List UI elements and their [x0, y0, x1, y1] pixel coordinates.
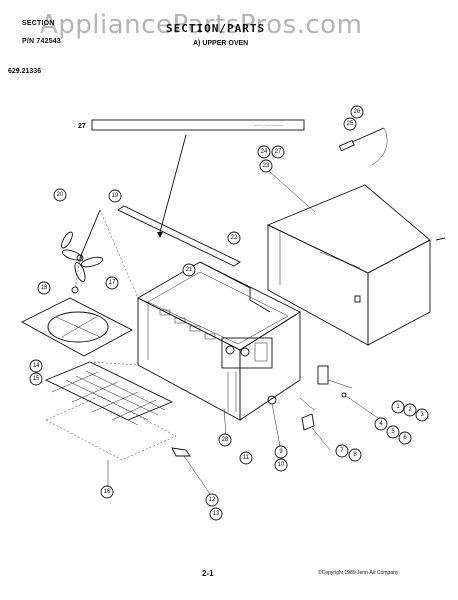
callout-18: 18 [37, 281, 51, 295]
callout-1: 1 [391, 400, 405, 414]
svg-text:17: 17 [109, 280, 116, 286]
page-subtitle: A) UPPER OVEN [193, 40, 249, 47]
callout-22: 22 [227, 231, 241, 245]
svg-text:21: 21 [186, 267, 193, 273]
callout-7: 7 [335, 444, 349, 458]
oven-rack [44, 361, 174, 426]
callout-9: 9 [274, 445, 288, 459]
heating-element [199, 261, 271, 313]
oven-liner [137, 261, 301, 421]
label-strip-number: 27 [78, 123, 86, 130]
callout-17: 17 [105, 276, 119, 290]
svg-text:27: 27 [275, 149, 282, 155]
svg-text:28: 28 [222, 437, 229, 443]
svg-text:4: 4 [379, 421, 383, 427]
callout-6: 6 [398, 431, 412, 445]
svg-text:11: 11 [243, 455, 250, 461]
convection-fan [61, 209, 139, 299]
svg-text:23: 23 [263, 163, 270, 169]
outer-cabinet [266, 184, 446, 346]
svg-text:1: 1 [396, 404, 400, 410]
svg-text:22: 22 [231, 235, 238, 241]
svg-text:24: 24 [261, 149, 268, 155]
callout-25: 25 [343, 117, 357, 131]
callout-11: 11 [239, 451, 253, 465]
callout-27: 27 [271, 145, 285, 159]
callout-26: 26 [350, 105, 364, 119]
watermark: AppliancePartsPros.com [40, 10, 363, 40]
svg-text:19: 19 [112, 193, 119, 199]
callout-13: 13 [209, 507, 223, 521]
svg-text:8: 8 [353, 452, 357, 458]
callout-15: 15 [29, 372, 43, 386]
top-trim [117, 205, 241, 267]
callout-2: 2 [403, 403, 417, 417]
svg-text:12: 12 [209, 497, 216, 503]
callout-21: 21 [182, 263, 196, 277]
label-strip-text: ~~~~ ~~~~~~~~ [254, 123, 284, 128]
svg-text:16: 16 [104, 489, 111, 495]
header-part-number: P/N 742543 [22, 38, 61, 45]
svg-text:9: 9 [279, 449, 283, 455]
svg-text:10: 10 [278, 462, 285, 468]
callout-20: 20 [53, 188, 67, 202]
page-title: SECTION/PARTS [166, 22, 266, 35]
label-strip: 27 ~~~~ ~~~~~~~~ [78, 119, 305, 238]
header-section-label: SECTION [22, 20, 55, 27]
svg-text:13: 13 [213, 511, 220, 517]
callout-8: 8 [348, 448, 362, 462]
callout-14: 14 [29, 359, 43, 373]
copyright-notice: ©Copyright 1989 Jenn-Air Company [318, 570, 399, 576]
svg-text:26: 26 [354, 109, 361, 115]
callout-19: 19 [108, 189, 122, 203]
callout-28: 28 [218, 433, 232, 447]
callout-16: 16 [100, 485, 114, 499]
svg-text:5: 5 [391, 429, 395, 435]
svg-text:25: 25 [347, 121, 354, 127]
model-number: 629.21336 [8, 68, 42, 75]
callout-4: 4 [374, 417, 388, 431]
fan-guard [21, 297, 133, 357]
svg-text:7: 7 [340, 448, 344, 454]
hardware-parts [171, 365, 379, 495]
callout-23: 23 [259, 159, 273, 173]
svg-text:6: 6 [403, 435, 407, 441]
svg-text:14: 14 [33, 363, 40, 369]
svg-text:3: 3 [420, 412, 424, 418]
callout-5: 5 [386, 425, 400, 439]
svg-text:15: 15 [33, 376, 40, 382]
page-number: 2-1 [202, 569, 214, 578]
callout-3: 3 [415, 408, 429, 422]
svg-text:20: 20 [57, 192, 64, 198]
broiler-pan-outline [45, 395, 177, 488]
callout-12: 12 [205, 493, 219, 507]
callout-24: 24 [257, 145, 271, 159]
callout-10: 10 [274, 458, 288, 472]
svg-text:2: 2 [408, 407, 412, 413]
svg-text:18: 18 [41, 285, 48, 291]
